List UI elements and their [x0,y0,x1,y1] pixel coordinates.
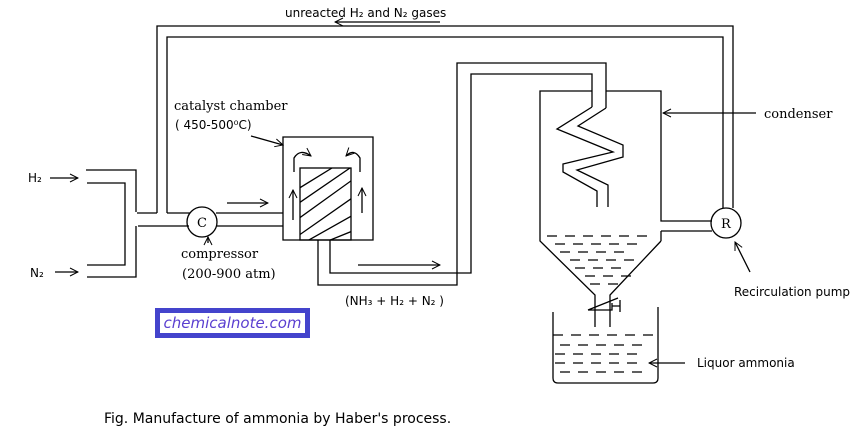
compressor: C [186,206,218,238]
pump-symbol: R [721,217,732,232]
tap-valve-icon [587,297,621,312]
catalyst-temp-label: ( 450-500⁰C) [175,118,252,132]
h2-label: H₂ [28,171,42,185]
n2-label: N₂ [30,266,44,280]
compressor-pressure-label: (200-900 atm) [182,267,276,282]
pump-label: Recirculation pump [734,285,850,299]
compressor-symbol: C [197,216,207,231]
mixture-label: (NH₃ + H₂ + N₂ ) [345,294,444,308]
condenser-label: condenser [764,107,833,122]
recycle-label: unreacted H₂ and N₂ gases [285,6,446,20]
outlet-pipe [317,62,607,286]
pointer-arrow-icon [734,242,751,273]
figure-caption: Fig. Manufacture of ammonia by Haber's p… [104,411,452,427]
compressor-label: compressor [181,247,259,262]
liquor-label: Liquor ammonia [697,356,795,370]
watermark-logo: chemicalnote.com [155,308,310,338]
flow-arrow-icon [346,152,361,172]
inlet-pipes [86,169,283,278]
recycle-pipe [156,25,734,213]
condenser [539,90,712,327]
flow-arrow-icon [293,152,311,172]
recirculation-pump: R [710,207,742,239]
catalyst-chamber [282,136,374,241]
beaker [552,307,659,384]
catalyst-label: catalyst chamber [174,99,288,114]
pointer-arrow-icon [250,135,283,145]
